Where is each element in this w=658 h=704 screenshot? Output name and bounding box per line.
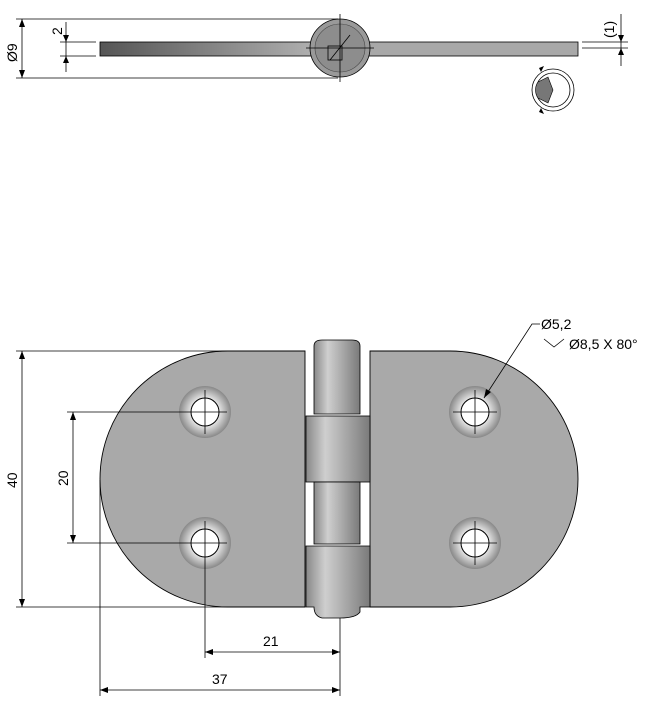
top-view: Ø9 2 (1) <box>4 14 628 114</box>
dim-half-width-37: 37 <box>212 671 228 687</box>
rotation-view-icon <box>531 66 575 114</box>
dim-hole-spacing-20: 20 <box>55 470 71 486</box>
top-leaf-left <box>99 41 316 57</box>
top-leaf-right <box>364 41 579 57</box>
right-leaf <box>369 350 579 608</box>
mounting-holes <box>179 386 501 569</box>
hole-diameter-callout: Ø5,2 <box>541 316 572 332</box>
countersink-callout: Ø8,5 X 80° <box>569 336 638 352</box>
dim-height-40: 40 <box>4 472 20 488</box>
knuckle <box>305 339 371 619</box>
dim-offset-21: 21 <box>263 633 279 649</box>
dim-gap-1: (1) <box>601 21 617 38</box>
dim-thickness-2: 2 <box>49 27 65 35</box>
dim-diameter-9: Ø9 <box>4 43 20 62</box>
countersink-icon <box>543 338 565 348</box>
front-view: 40 20 21 37 Ø5,2 Ø8,5 X 80° <box>4 316 638 696</box>
